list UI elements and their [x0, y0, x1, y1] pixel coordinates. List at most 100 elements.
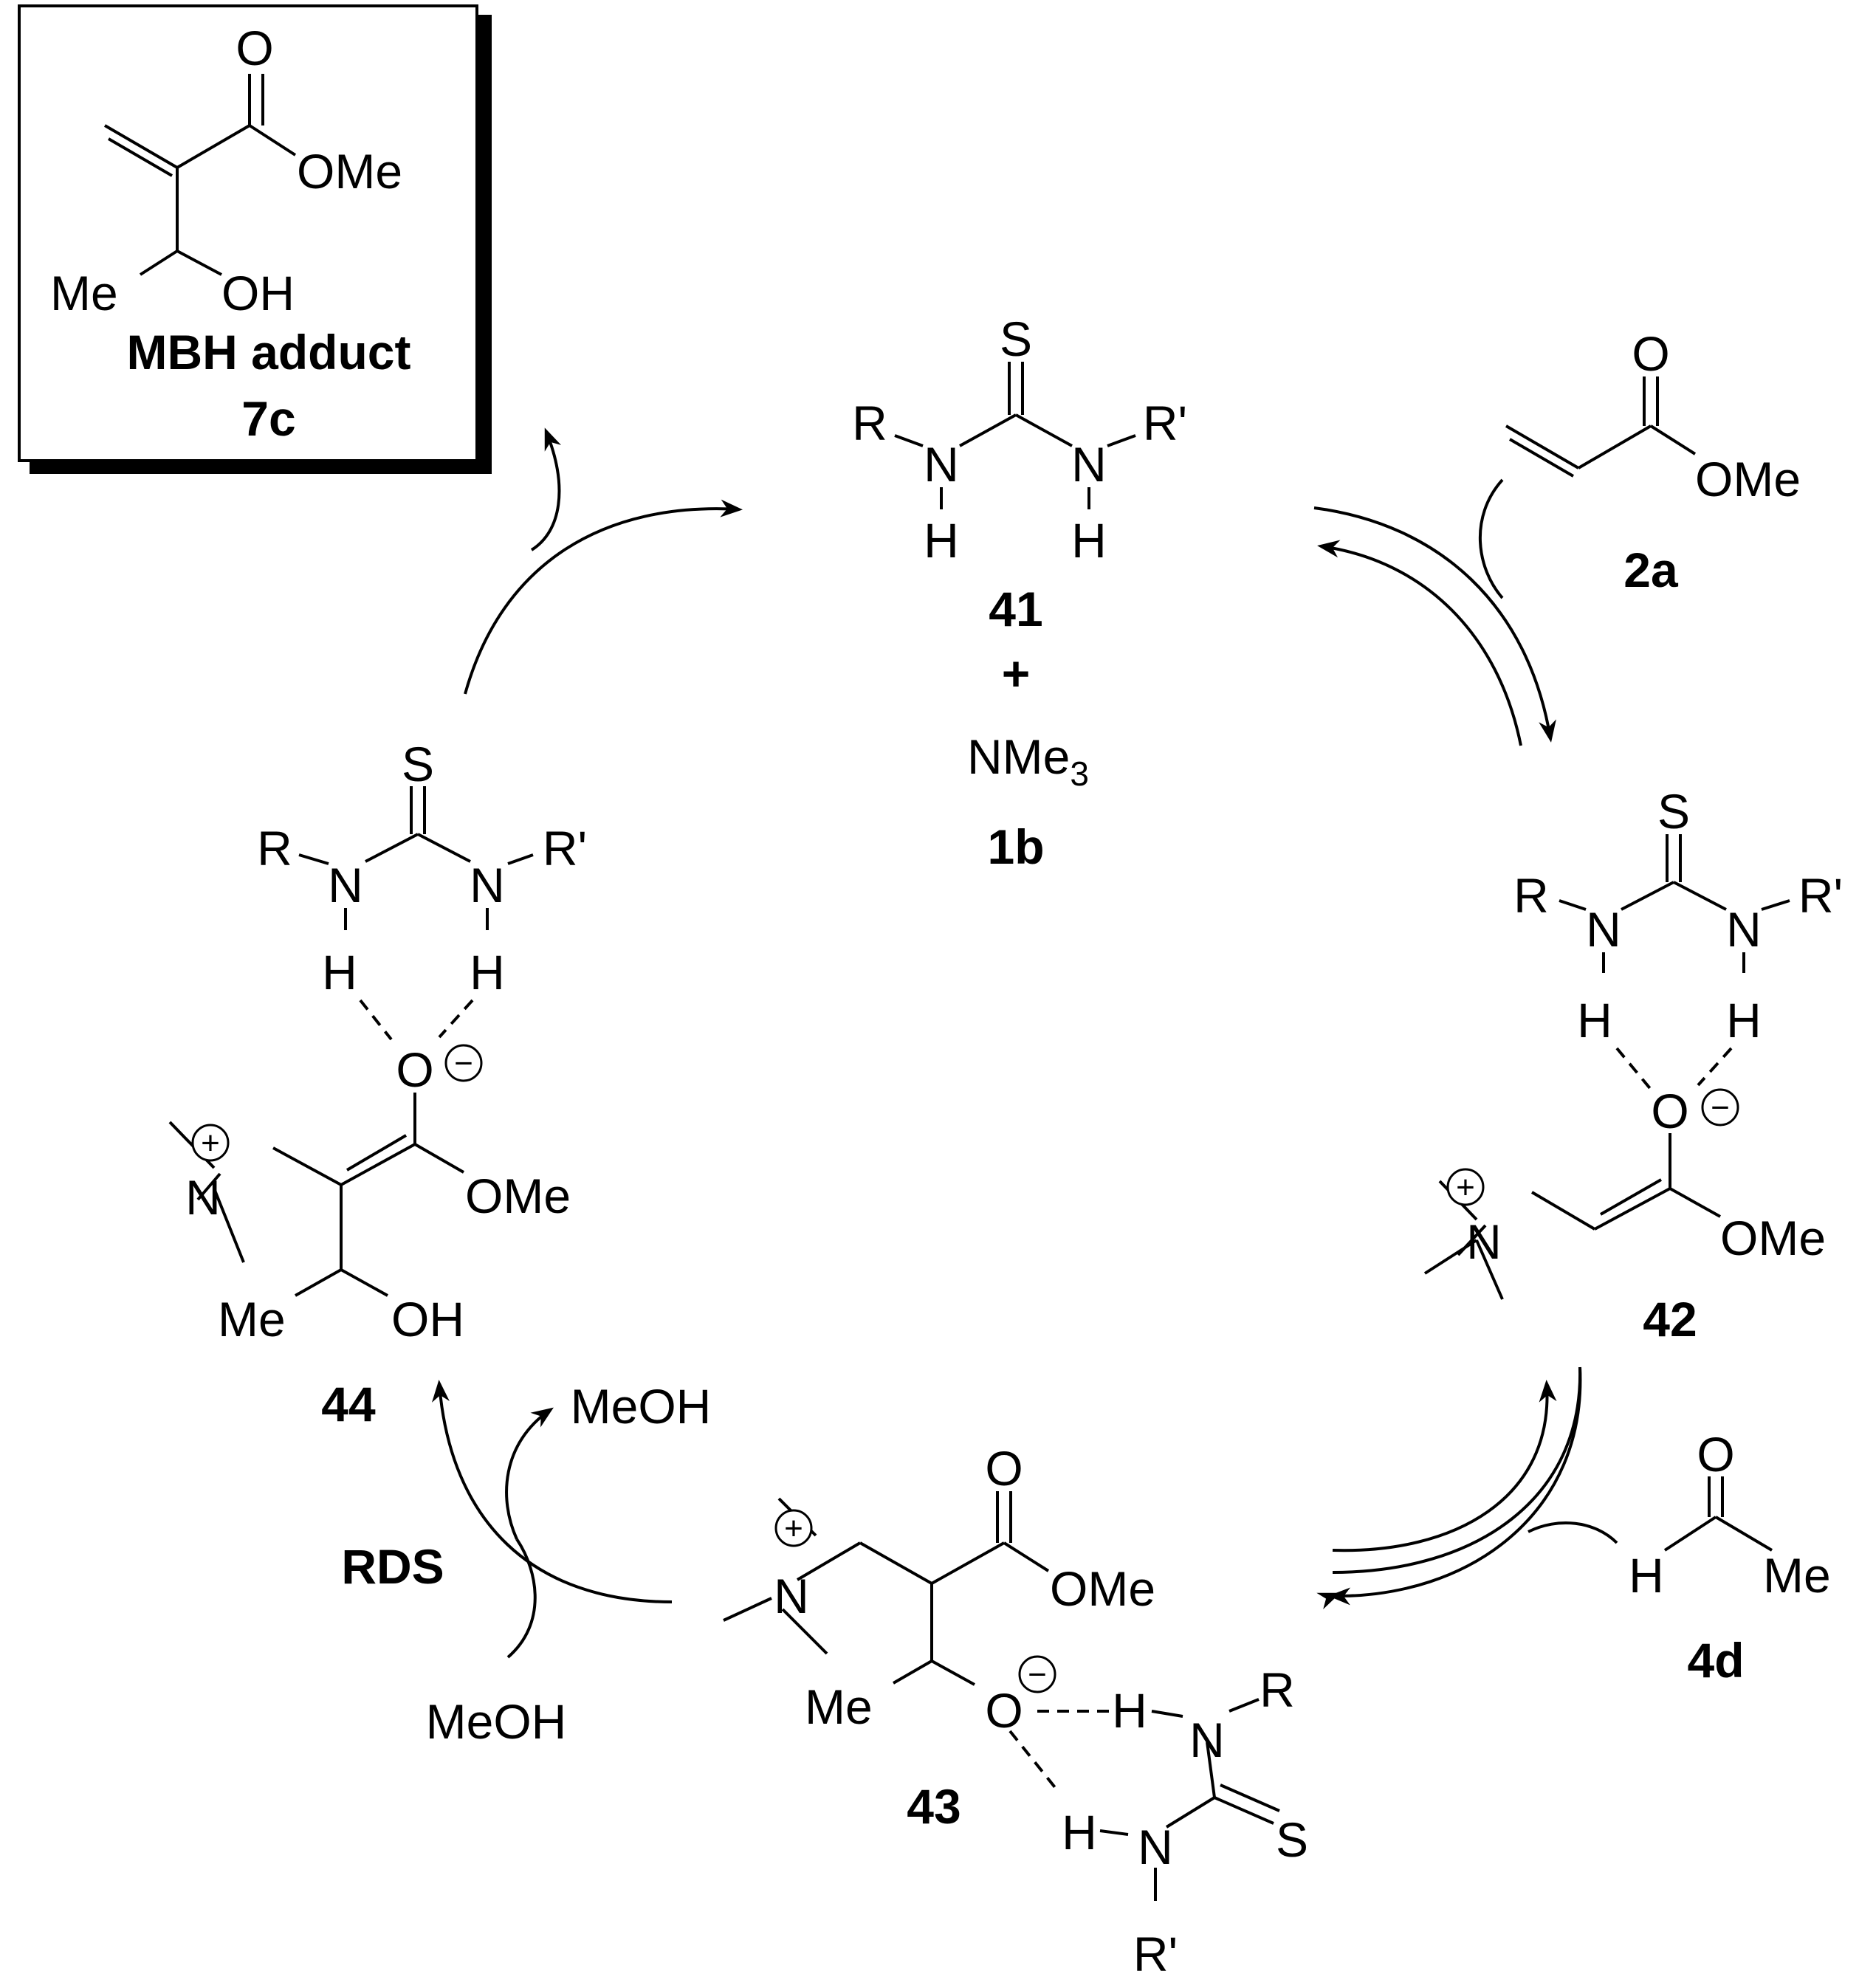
- atom-label: N: [774, 1569, 809, 1623]
- compound-id: 4d: [1687, 1633, 1744, 1688]
- equilibrium-arrow-forward: [1313, 506, 1556, 743]
- bond: [796, 1541, 862, 1581]
- atom-label: N: [1071, 437, 1107, 492]
- atom-label: H: [470, 945, 505, 1000]
- atom-label: Me: [1763, 1548, 1831, 1603]
- atom-label: O: [1697, 1427, 1734, 1482]
- atom-label: R': [1133, 1927, 1178, 1981]
- charge-sign: −: [1711, 1090, 1730, 1126]
- bond: [1559, 899, 1587, 911]
- reagent-2a-arrow: [1479, 478, 1504, 599]
- negative-charge: [444, 1044, 483, 1082]
- product-release-arrow: [530, 427, 562, 551]
- bond: [1099, 1829, 1129, 1836]
- bond: [1015, 413, 1073, 447]
- h-bond: [1697, 1047, 1733, 1087]
- bond: [298, 853, 329, 865]
- atom-label: N: [470, 858, 505, 912]
- atom-label: R': [1798, 868, 1843, 923]
- charge-sign: +: [201, 1125, 220, 1161]
- atom-label: N: [1466, 1214, 1502, 1269]
- bond: [723, 1597, 772, 1622]
- atom-label: R: [1513, 868, 1549, 923]
- bond: [507, 853, 534, 865]
- atom-label: R': [543, 821, 587, 876]
- negative-charge: [1018, 1655, 1056, 1693]
- compound-43: N + O OMe Me O − H N R S H N R' 43: [723, 1441, 1308, 1981]
- atom-label: H: [322, 945, 357, 1000]
- atom-label: N: [328, 858, 363, 912]
- compound-id: 41: [989, 582, 1042, 636]
- bond: [1229, 1698, 1260, 1713]
- atom-label: O: [236, 21, 273, 75]
- bond: [1165, 1796, 1216, 1829]
- positive-charge: [1446, 1168, 1485, 1206]
- equilibrium-arrow-reverse: [1317, 540, 1522, 746]
- bond: [859, 1541, 932, 1585]
- bond: [781, 1608, 828, 1655]
- bond: [1649, 424, 1697, 455]
- atom-label: H: [1726, 993, 1762, 1048]
- meoh-in-arrow: [506, 1538, 537, 1659]
- positive-charge: [191, 1124, 230, 1162]
- product-name: MBH adduct: [127, 325, 411, 379]
- bond: [1214, 1796, 1274, 1825]
- bond: [1761, 899, 1790, 911]
- atom-label: O: [985, 1683, 1023, 1738]
- bond: [1107, 434, 1136, 447]
- bond: [931, 1541, 1005, 1585]
- atom-label: N: [1586, 902, 1621, 957]
- compound-id: 42: [1643, 1292, 1697, 1346]
- bond: [1530, 1191, 1596, 1231]
- h-bond: [359, 999, 393, 1041]
- compound-2a: O OMe 2a: [1505, 326, 1801, 597]
- compound-42: S R N N R' H H O − N + OMe 42: [1423, 784, 1843, 1346]
- bond: [1577, 424, 1652, 470]
- bond: [1423, 1239, 1478, 1275]
- bond: [959, 413, 1017, 447]
- bond: [1600, 1178, 1662, 1216]
- bond: [340, 1268, 388, 1297]
- bond: [1669, 1187, 1721, 1218]
- positive-charge: [774, 1509, 813, 1547]
- atom-label: R: [1260, 1662, 1295, 1717]
- atom-label: H: [1062, 1805, 1097, 1860]
- atom-label: OMe: [1695, 452, 1801, 506]
- atom-label: H: [1071, 513, 1107, 568]
- bond: [1673, 881, 1727, 911]
- bond: [417, 833, 471, 863]
- bond: [1220, 1784, 1280, 1812]
- atom-label: H: [1577, 993, 1612, 1048]
- compound-id: 43: [907, 1779, 961, 1834]
- atom-label: R: [852, 396, 887, 450]
- bond: [1151, 1710, 1183, 1718]
- atom-label: H: [924, 513, 959, 568]
- atom-label: R: [257, 821, 292, 876]
- product-box-7c: O OMe Me OH MBH adduct 7c: [18, 4, 492, 474]
- atom-label: S: [1657, 784, 1690, 839]
- equilibrium-arrow-up: [1332, 1380, 1557, 1552]
- h-bond: [1615, 1047, 1654, 1093]
- charge-sign: −: [1028, 1657, 1047, 1693]
- reagent-4d-arrow: [1528, 1521, 1618, 1544]
- amine-formula: NMe3: [967, 729, 1089, 793]
- atom-label: H: [1629, 1548, 1664, 1603]
- atom-label: O: [1632, 326, 1669, 381]
- bond: [1508, 438, 1575, 478]
- bond: [893, 1659, 932, 1685]
- atom-label: OMe: [465, 1169, 571, 1223]
- rds-arrow: [431, 1380, 673, 1603]
- compound-41: S R N N R' H H 41 + NMe3 1b: [852, 312, 1187, 874]
- plus-sign: +: [1002, 646, 1031, 701]
- compound-id: 2a: [1623, 543, 1679, 597]
- bond: [931, 1659, 975, 1686]
- bond: [272, 1146, 342, 1186]
- charge-sign: −: [454, 1045, 473, 1081]
- compound-id: 44: [321, 1377, 376, 1431]
- h-bond: [438, 999, 474, 1039]
- rds-label: RDS: [341, 1539, 444, 1594]
- bond: [1206, 1741, 1216, 1798]
- bond: [1003, 1541, 1050, 1572]
- atom-label: N: [185, 1170, 221, 1225]
